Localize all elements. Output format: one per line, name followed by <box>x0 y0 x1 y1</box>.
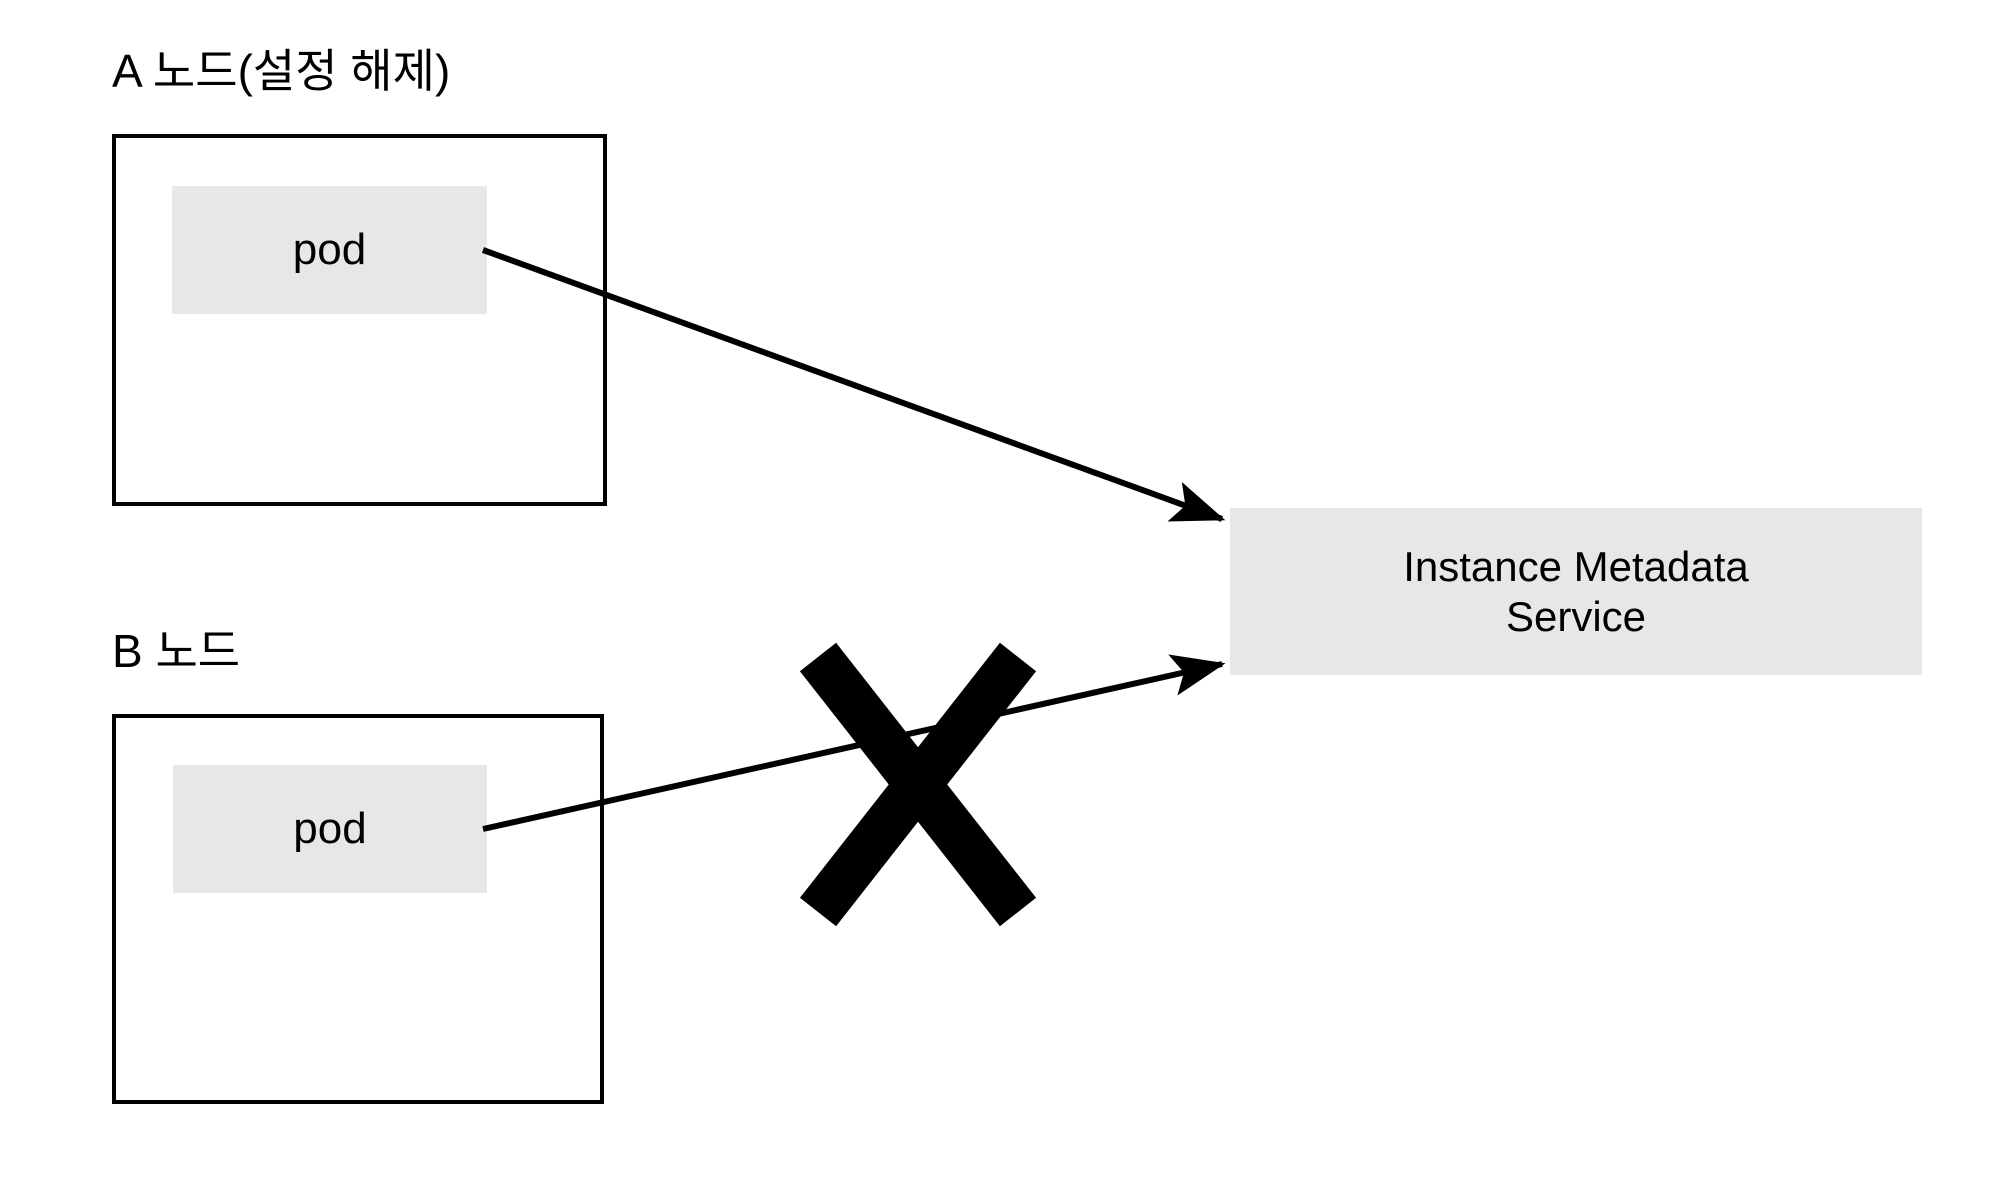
blocked-x-icon <box>799 642 1037 927</box>
instance-metadata-service-label: Instance Metadata Service <box>1403 542 1749 640</box>
node-a-title: A 노드(설정 해제) <box>112 45 451 97</box>
pod-b-label: pod <box>293 804 367 853</box>
pod-a-label: pod <box>292 225 367 274</box>
pod-b-box: pod <box>173 765 487 893</box>
instance-metadata-service-box: Instance Metadata Service <box>1230 508 1922 675</box>
node-b-title: B 노드 <box>112 625 241 677</box>
pod-a-box: pod <box>172 186 487 314</box>
